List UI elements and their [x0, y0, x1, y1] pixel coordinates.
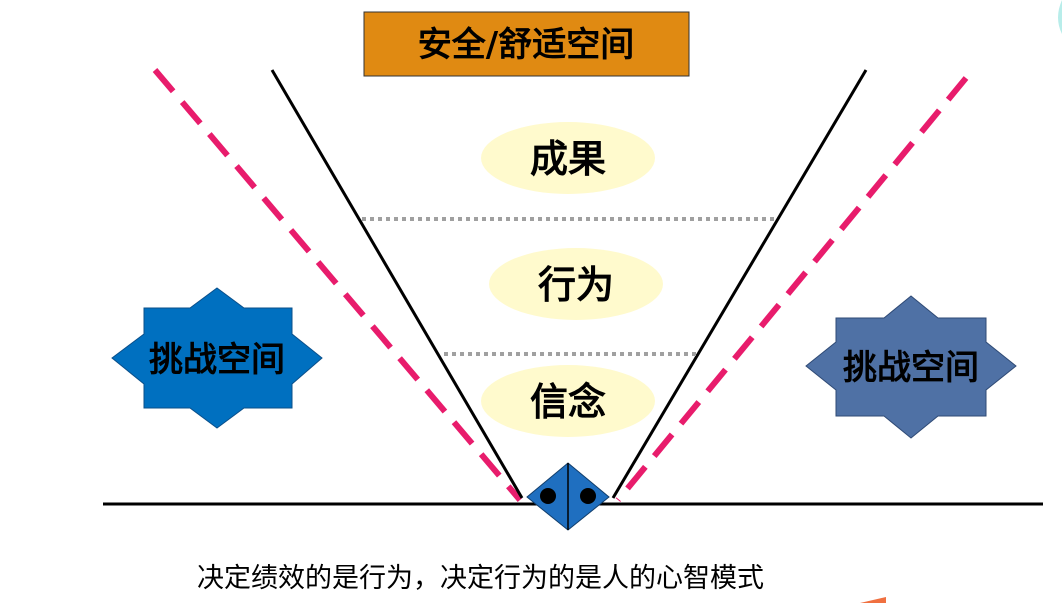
diamond-dot-right: [580, 488, 596, 504]
challenge-star-left: [111, 287, 323, 429]
left-v-line: [270, 69, 524, 499]
title-box: [363, 11, 690, 77]
layer-label-bottom: 信念: [530, 380, 606, 424]
challenge-label-left: 挑战空间: [149, 340, 285, 380]
layer-ellipse-top: [481, 122, 655, 194]
left-dashed-line: [152, 68, 523, 502]
right-dashed-line: [615, 76, 969, 502]
layer-ellipse-middle: [489, 248, 663, 320]
layer-label-top: 成果: [530, 137, 606, 181]
challenge-star-right: [805, 295, 1017, 439]
title-text: 安全/舒适空间: [418, 25, 634, 65]
corner-mark-top-right: [1058, 0, 1062, 34]
challenge-label-right: 挑战空间: [843, 348, 979, 388]
layer-ellipse-bottom: [481, 365, 655, 437]
right-v-line: [611, 69, 868, 499]
diamond-dot-left: [540, 488, 556, 504]
layer-label-middle: 行为: [538, 263, 614, 307]
corner-mark-bottom: [860, 597, 886, 603]
caption: 决定绩效的是行为，决定行为的是人的心智模式: [197, 563, 764, 594]
